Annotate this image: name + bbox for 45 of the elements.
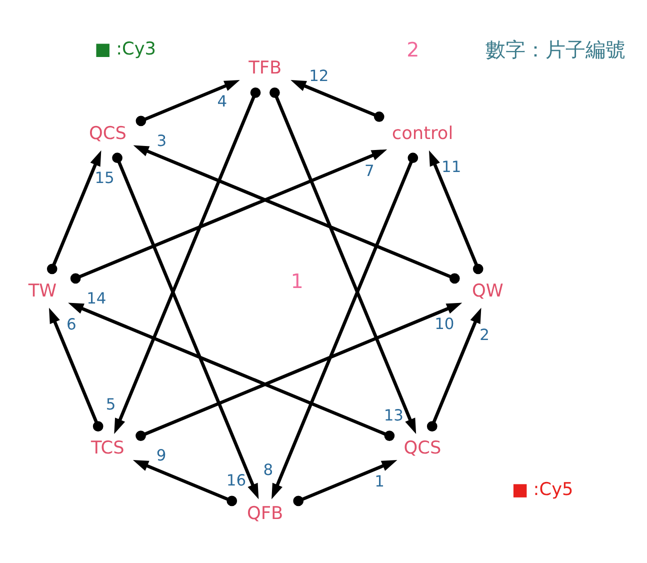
- arrow: [114, 86, 261, 434]
- label: 2: [406, 38, 420, 61]
- edge-label: 16: [226, 471, 246, 490]
- node-text: QCS: [88, 123, 126, 144]
- edge-label: 12: [309, 66, 329, 84]
- edge-label: 11: [442, 158, 462, 176]
- edge-label: 4: [217, 92, 228, 110]
- arrow: [133, 144, 460, 284]
- edge-label: 10: [434, 314, 454, 333]
- legend-label: :Cy5: [533, 479, 574, 500]
- arrow: [136, 302, 462, 440]
- edge-label: 14: [86, 288, 106, 307]
- arrow: [132, 459, 238, 506]
- legend-label: :Cy3: [116, 39, 156, 60]
- node-text: TW: [28, 280, 57, 301]
- edge-label: 2: [480, 326, 490, 344]
- arrow: [270, 86, 416, 434]
- node-text: TCS: [91, 438, 124, 458]
- node-text: QCS: [404, 438, 442, 458]
- arrow: [68, 302, 395, 440]
- edge-label: 15: [94, 168, 114, 186]
- arrow: [112, 152, 259, 499]
- edge-label: 7: [364, 161, 374, 180]
- label: 數字：片子編號: [485, 38, 626, 61]
- node-text: TFB: [248, 58, 282, 78]
- edge-label: 6: [66, 315, 76, 334]
- arrow: [426, 307, 482, 431]
- node-text: QFB: [247, 503, 284, 524]
- edge-label: 5: [106, 395, 116, 414]
- edge-label: 9: [156, 446, 166, 464]
- edge-label: 8: [263, 460, 274, 478]
- arrow: [429, 150, 484, 274]
- arrow: [48, 307, 104, 431]
- edge-label: 13: [384, 406, 404, 424]
- edge-label: 1: [374, 472, 385, 490]
- edge-label: 3: [156, 132, 167, 150]
- arrow: [293, 459, 398, 506]
- node-text: control: [392, 123, 454, 144]
- arrow: [272, 152, 418, 499]
- arrow: [290, 80, 384, 122]
- arrow: [46, 150, 102, 274]
- arrow: [70, 148, 388, 284]
- arrow: [136, 79, 240, 126]
- node-text: QW: [472, 280, 504, 301]
- label: 1: [290, 270, 304, 293]
